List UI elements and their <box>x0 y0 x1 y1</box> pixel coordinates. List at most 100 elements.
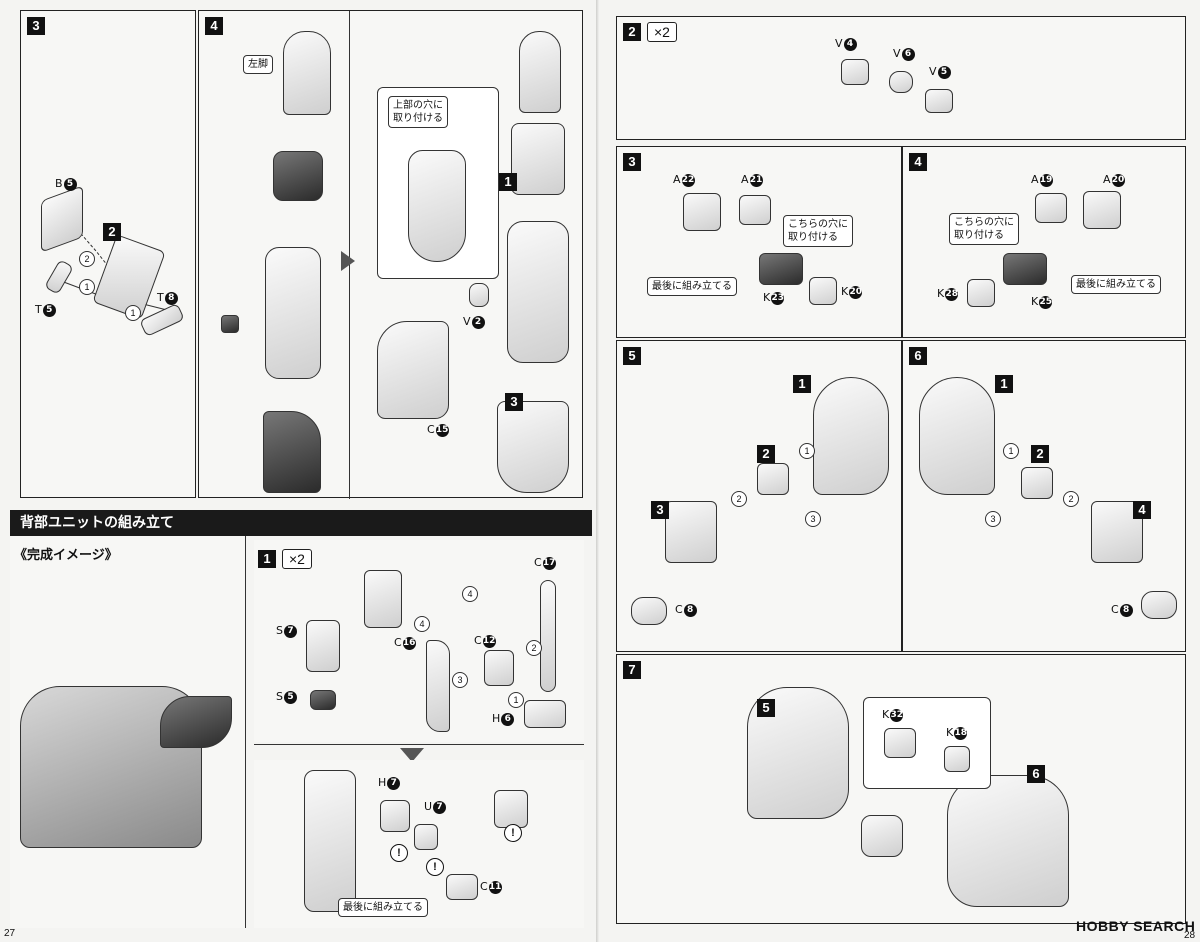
complete-model-wing <box>160 696 232 748</box>
part-joint-2 <box>1021 467 1053 499</box>
sub-step-5: 5 <box>757 699 775 717</box>
part-k28 <box>967 279 995 307</box>
complete-image-title: 《完成イメージ》 <box>14 548 118 563</box>
multiplier-x2: ×2 <box>647 22 677 42</box>
part-v2 <box>469 283 489 307</box>
part-c11 <box>446 874 478 900</box>
label-k25: K25 <box>1031 295 1053 309</box>
circle-1: 1 <box>508 692 524 708</box>
part-lower-armor <box>497 401 569 493</box>
part-detail <box>494 790 528 828</box>
part-knee-cap <box>519 31 561 113</box>
sub-step-3: 3 <box>651 501 669 519</box>
inner-step-number: 2 <box>103 223 121 241</box>
panel-step-7: 7 K32 K18 5 6 <box>616 654 1186 924</box>
part-k20 <box>809 277 837 305</box>
part-v6 <box>889 71 913 93</box>
circle-2: 2 <box>731 491 747 507</box>
part-a22 <box>683 193 721 231</box>
caution-icon-3: ! <box>504 824 522 842</box>
sub-step-6: 6 <box>1027 765 1045 783</box>
label-k23: K23 <box>763 291 785 305</box>
part-u7 <box>414 824 438 850</box>
multiplier-x2: ×2 <box>282 549 312 569</box>
page-number: 27 <box>4 928 16 939</box>
step-number: 5 <box>623 347 641 365</box>
part-v5 <box>925 89 953 113</box>
part-core <box>759 253 803 285</box>
part-block-3 <box>665 501 717 563</box>
section-header: 背部ユニットの組み立て <box>10 510 592 536</box>
divider <box>254 744 584 745</box>
part-wing-1 <box>813 377 889 495</box>
hobby-search-logo: HOBBY SEARCH <box>1076 918 1196 934</box>
circle-2: 2 <box>526 640 542 656</box>
panel-step-4: 4 A19 A20 K28 K25 こちらの穴に 取り付ける 最後に組み立てる <box>902 146 1186 338</box>
label-k32: K32 <box>882 708 904 722</box>
part-pin <box>221 315 239 333</box>
label-c12: C12 <box>474 634 496 648</box>
sub-step-2: 2 <box>757 445 775 463</box>
circle-1: 1 <box>1003 443 1019 459</box>
label-k18: K18 <box>946 726 968 740</box>
complete-image-panel: 《完成イメージ》 <box>10 536 246 928</box>
part-k32 <box>884 728 916 758</box>
part-connector <box>861 815 903 857</box>
part-full-leg <box>507 221 569 363</box>
part-heel <box>263 411 321 493</box>
part-c8 <box>631 597 667 625</box>
step-number: 3 <box>27 17 45 35</box>
circle-1: 1 <box>799 443 815 459</box>
label-k28: K28 <box>937 287 959 301</box>
step-number: 3 <box>623 153 641 171</box>
part-c16 <box>426 640 450 732</box>
label-a22: A22 <box>673 173 695 187</box>
circle-3: 3 <box>985 511 1001 527</box>
part-s5 <box>310 690 336 710</box>
down-arrow-icon <box>400 748 424 762</box>
step-number: 2 <box>623 23 641 41</box>
part-foot-cover <box>283 31 331 115</box>
part-s7 <box>306 620 340 672</box>
page-number: 28 <box>1184 930 1196 941</box>
sub-step-2: 2 <box>1031 445 1049 463</box>
step-number: 7 <box>623 661 641 679</box>
part-joint-2 <box>757 463 789 495</box>
left-leg-tag: 左脚 <box>243 55 273 74</box>
part-leg <box>265 247 321 379</box>
note-assemble-last: 最後に組み立てる <box>647 277 737 296</box>
part-a20 <box>1083 191 1121 229</box>
part-c12 <box>484 650 514 686</box>
part-c17 <box>540 580 556 692</box>
part-a19 <box>1035 193 1067 223</box>
label-c16: C16 <box>394 636 416 650</box>
part-back-unit <box>304 770 356 912</box>
label-c15: C15 <box>427 423 449 437</box>
caution-icon-2: ! <box>426 858 444 876</box>
circle-1b: 1 <box>125 305 141 321</box>
sub-step-1: 1 <box>995 375 1013 393</box>
note-assemble-last: 最後に組み立てる <box>1071 275 1161 294</box>
step-number: 4 <box>909 153 927 171</box>
step-number: 6 <box>909 347 927 365</box>
note-this-hole: こちらの穴に 取り付ける <box>949 213 1019 245</box>
label-a21: A21 <box>741 173 763 187</box>
circle-4a: 4 <box>462 586 478 602</box>
sub-step-1: 1 <box>499 173 517 191</box>
part-core <box>1003 253 1047 285</box>
label-c17: C17 <box>534 556 556 570</box>
label-a19: A19 <box>1031 173 1053 187</box>
